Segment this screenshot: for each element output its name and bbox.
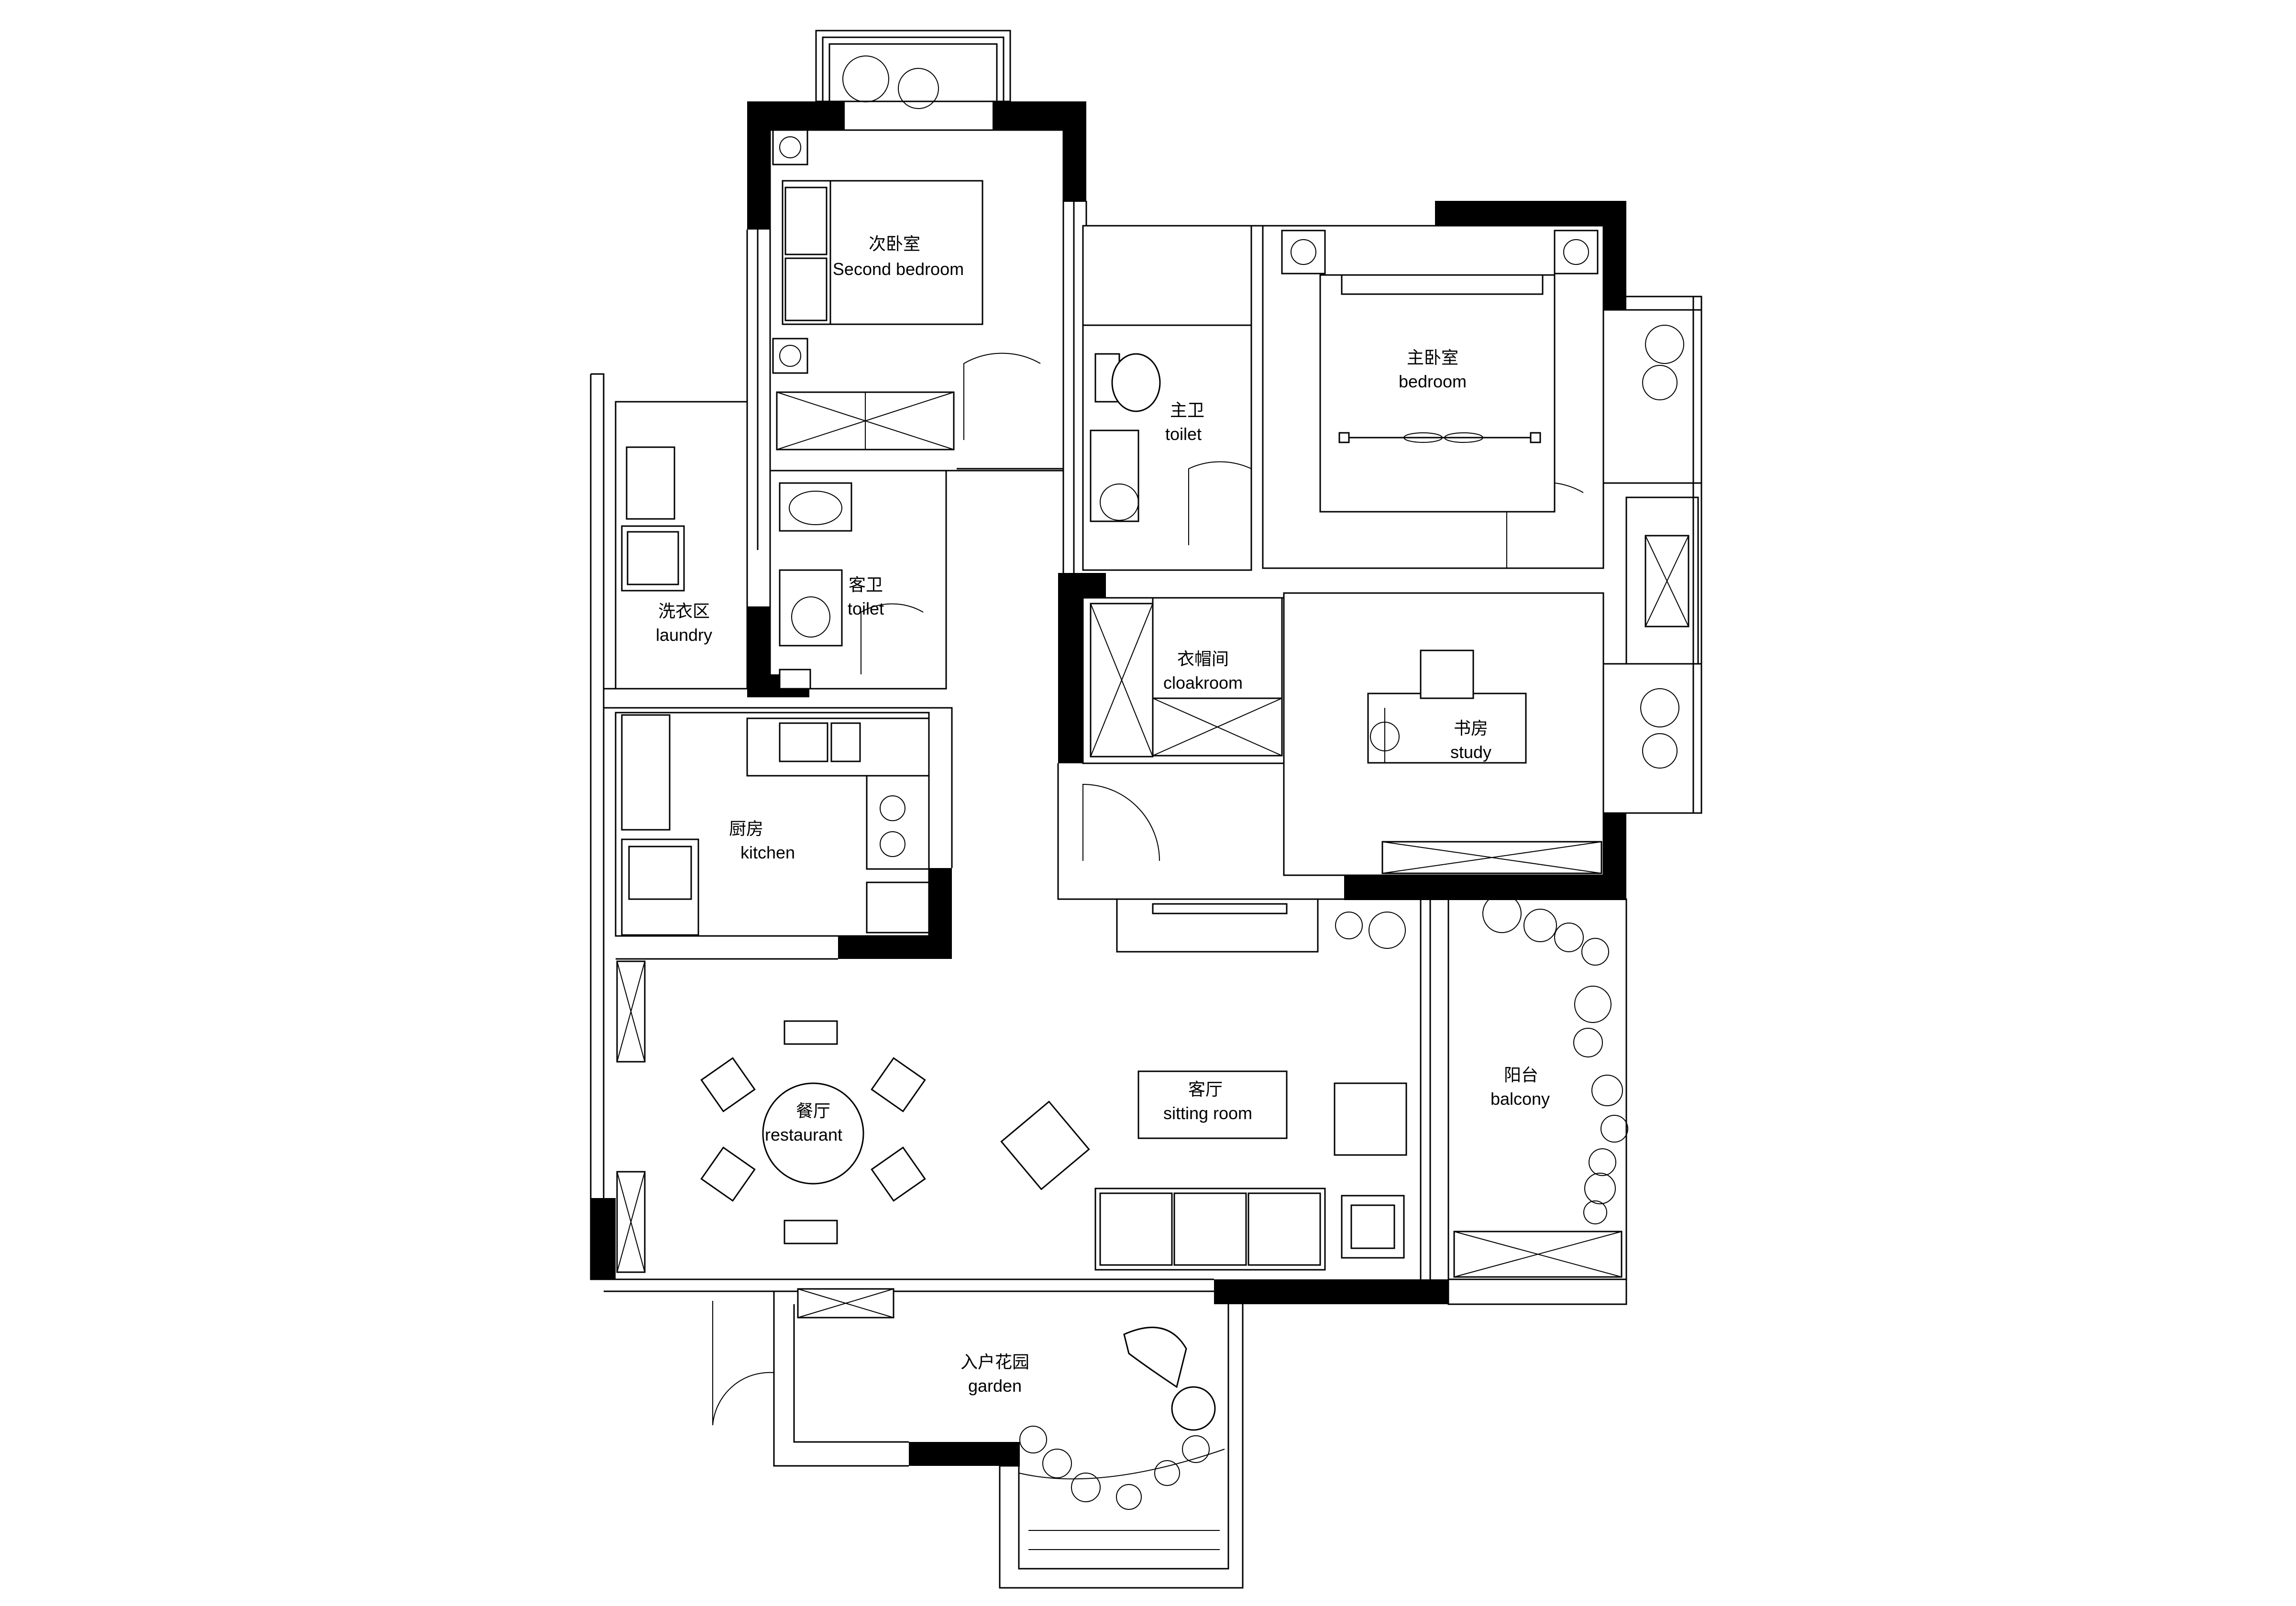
room-labels: 次卧室 Second bedroom 主卫 toilet 主卧室 bedroom…	[656, 234, 1550, 1396]
furniture	[616, 129, 1689, 1550]
study-label-cn: 书房	[1454, 719, 1488, 738]
restaurant-label-cn: 餐厅	[796, 1101, 830, 1121]
restaurant-label-en: restaurant	[765, 1125, 842, 1144]
wall-outlines	[590, 30, 1702, 1589]
master-bedroom-label-cn: 主卧室	[1407, 348, 1458, 368]
sitting-room-label-cn: 客厅	[1188, 1080, 1223, 1100]
sitting-room-label-en: sitting room	[1163, 1103, 1252, 1123]
kitchen-label-en: kitchen	[740, 843, 795, 862]
balcony-label-en: balcony	[1490, 1089, 1550, 1109]
cloakroom-label-en: cloakroom	[1163, 673, 1243, 693]
master-bedroom-label-en: bedroom	[1399, 372, 1467, 391]
study-label-en: study	[1450, 742, 1491, 762]
balcony-label-cn: 阳台	[1504, 1066, 1538, 1085]
plants	[842, 55, 1684, 1510]
structural-walls	[591, 101, 1626, 1466]
laundry-label-cn: 洗衣区	[658, 602, 710, 621]
second-bedroom-label-cn: 次卧室	[869, 234, 920, 254]
second-bedroom-label-en: Second bedroom	[833, 259, 964, 279]
cloakroom-label-cn: 衣帽间	[1177, 649, 1229, 669]
laundry-label-en: laundry	[656, 625, 712, 645]
master-toilet-label-en: toilet	[1165, 424, 1202, 444]
kitchen-label-cn: 厨房	[729, 819, 763, 839]
master-toilet-label-cn: 主卫	[1170, 401, 1204, 420]
garden-label-en: garden	[968, 1376, 1022, 1396]
garden-label-cn: 入户花园	[960, 1353, 1029, 1372]
guest-toilet-label-cn: 客卫	[849, 575, 883, 595]
guest-toilet-label-en: toilet	[848, 599, 884, 618]
